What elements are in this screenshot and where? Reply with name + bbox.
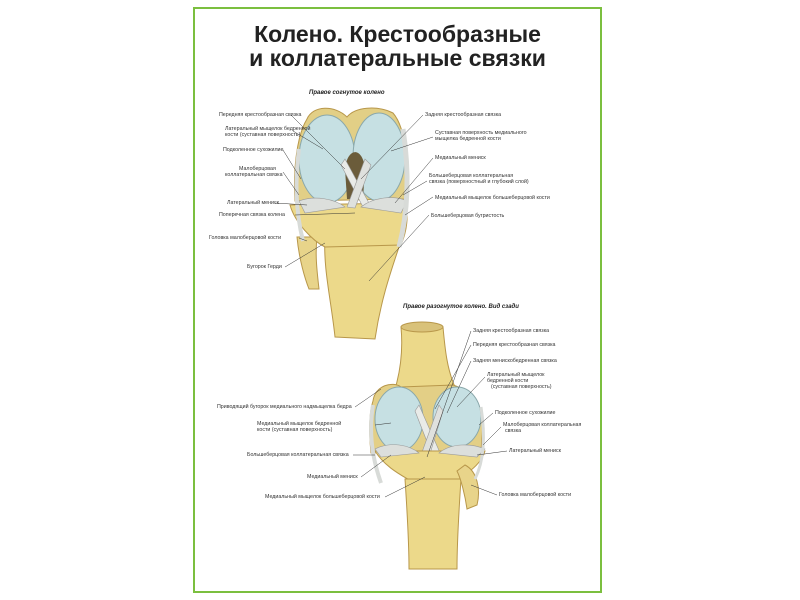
label-fibular-collateral-1: Малоберцовая bbox=[239, 166, 276, 172]
label-medial-femoral-condyle-1: Медиальный мыщелок бедренной bbox=[257, 421, 342, 427]
label-tibial-tuberosity: Большеберцовая бугристость bbox=[431, 213, 505, 219]
label-medial-femoral-surface-1: Суставная поверхность медиального bbox=[435, 130, 527, 136]
bottom-figure-heading: Правое разогнутое колено. Вид сзади bbox=[403, 304, 519, 310]
label-posterior-meniscofemoral: Задняя менискобедренная связка bbox=[473, 358, 557, 364]
label-fibular-collateral-2: коллатеральная связка bbox=[225, 172, 283, 178]
label-anterior-cruciate-bottom: Передняя крестообразная связка bbox=[473, 342, 556, 348]
poster-title-line2: и коллатеральные связки bbox=[249, 45, 546, 71]
label-tibial-collateral-bottom: Большеберцовая коллатеральная связка bbox=[247, 452, 349, 458]
label-lateral-femoral-condyle-2: кости (суставная поверхность) bbox=[225, 132, 301, 138]
label-anterior-cruciate: Передняя крестообразная связка bbox=[219, 112, 302, 118]
label-medial-meniscus-bottom: Медиальный мениск bbox=[307, 474, 358, 480]
knee-illustrations bbox=[274, 107, 508, 570]
flexed-knee-illustration bbox=[289, 107, 410, 340]
label-lateral-femoral-condyle-bottom-1: Латеральный мыщелок bbox=[487, 372, 545, 378]
label-posterior-cruciate-bottom: Задняя крестообразная связка bbox=[473, 328, 550, 334]
label-popliteus-tendon-bottom: Подколенное сухожилие bbox=[495, 410, 556, 416]
label-medial-femoral-surface-2: мыщелка бедренной кости bbox=[435, 136, 501, 142]
label-adductor-tubercle: Приводящий бугорок медиального надмыщелк… bbox=[217, 404, 352, 410]
label-fibular-head: Головка малоберцовой кости bbox=[209, 235, 282, 241]
label-medial-femoral-condyle-2: кости (суставная поверхность) bbox=[257, 427, 333, 433]
poster-title-line1: Колено. Крестообразные bbox=[254, 21, 541, 47]
label-posterior-cruciate: Задняя крестообразная связка bbox=[425, 112, 502, 118]
extended-knee-illustration bbox=[369, 321, 486, 570]
label-lateral-femoral-condyle-1: Латеральный мыщелок бедренной bbox=[225, 126, 311, 132]
label-medial-tibial-condyle-bottom: Медиальный мыщелок большеберцовой кости bbox=[265, 494, 380, 500]
label-fibular-collateral-bottom-2: связка bbox=[505, 428, 522, 434]
label-lateral-meniscus-bottom: Латеральный мениск bbox=[509, 448, 561, 454]
label-popliteus-tendon: Подколенное сухожилие bbox=[223, 147, 284, 153]
top-figure-heading: Правое согнутое колено bbox=[309, 90, 385, 96]
poster-frame: Колено. Крестообразные и коллатеральные … bbox=[193, 7, 602, 593]
label-fibular-head-bottom: Головка малоберцовой кости bbox=[499, 492, 572, 498]
label-lateral-femoral-condyle-bottom-3: (суставная поверхность) bbox=[491, 384, 552, 390]
label-fibular-collateral-bottom-1: Малоберцовая коллатеральная bbox=[503, 422, 582, 428]
label-lateral-meniscus: Латеральный мениск bbox=[227, 200, 279, 206]
label-medial-meniscus: Медиальный мениск bbox=[435, 155, 486, 161]
label-gerdy-tubercle: Бугорок Герди bbox=[247, 264, 282, 270]
label-tibial-collateral-2: связка (поверхностный и глубокий слой) bbox=[429, 179, 529, 185]
bottom-leader-lines bbox=[353, 330, 508, 498]
label-transverse-ligament: Поперечная связка колена bbox=[219, 212, 285, 218]
top-leader-lines bbox=[274, 114, 434, 282]
label-lateral-femoral-condyle-bottom-2: бедренной кости bbox=[487, 378, 529, 384]
label-medial-tibial-condyle: Медиальный мыщелок большеберцовой кости bbox=[435, 195, 550, 201]
label-tibial-collateral-1: Большеберцовая коллатеральная bbox=[429, 173, 514, 179]
